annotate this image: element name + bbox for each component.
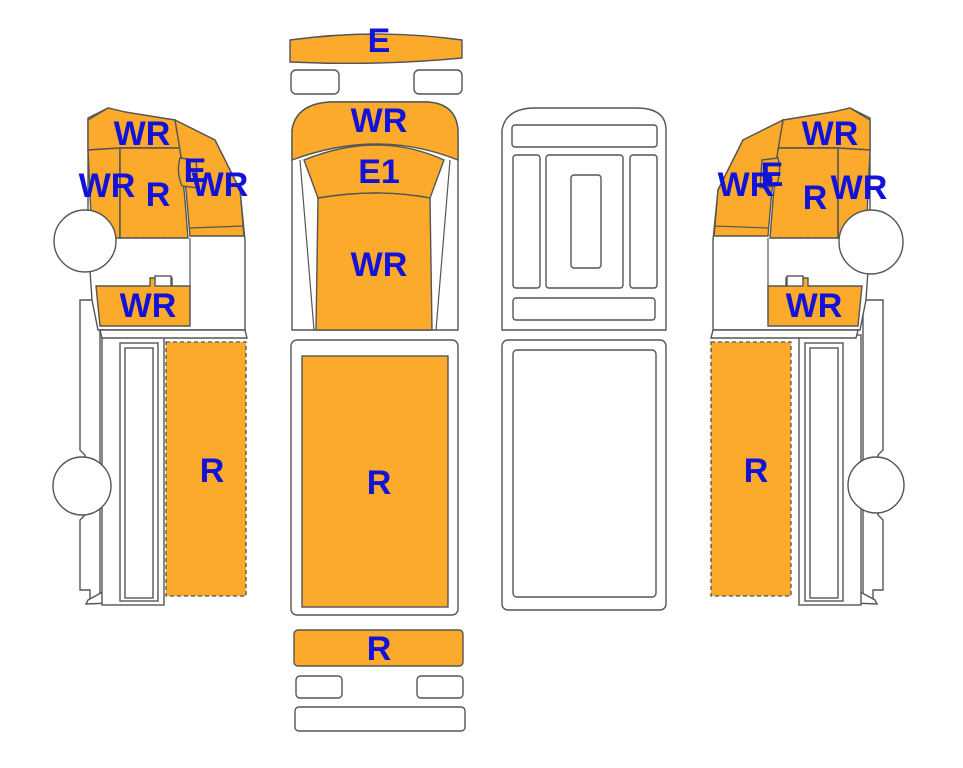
right-cab-window-label: E bbox=[761, 156, 784, 194]
right-cab-pillar-panel bbox=[713, 118, 784, 237]
left-cab-sill-line bbox=[189, 225, 245, 229]
left-cab-lower-label: WR bbox=[120, 287, 177, 325]
left-cab-handle bbox=[154, 275, 172, 287]
right-cab-pillar-label: WR bbox=[831, 169, 888, 207]
right-side-view: WR WR E R WR WR R bbox=[710, 107, 905, 606]
left-cab-front-label: WR bbox=[79, 167, 136, 205]
left-cab-window bbox=[177, 157, 199, 189]
left-cab-top-label: WR bbox=[114, 115, 171, 153]
underside-front-bar bbox=[511, 124, 658, 148]
underside-cargo-inner bbox=[512, 349, 657, 598]
right-cab-lower-panel bbox=[767, 277, 863, 327]
underside-view bbox=[501, 107, 667, 611]
left-cab-lower-panel bbox=[95, 277, 191, 327]
left-cab-window-label: E bbox=[184, 152, 207, 190]
top-cowl-label: WR bbox=[351, 246, 408, 284]
left-front-wheel bbox=[53, 209, 117, 273]
right-rear-wheel bbox=[847, 456, 905, 514]
top-roof-front-panel bbox=[289, 33, 463, 65]
top-cab-right-edge bbox=[435, 159, 451, 331]
left-cargo-post-inner bbox=[124, 347, 154, 599]
left-cab-bumper bbox=[99, 329, 248, 339]
top-cargo-label: R bbox=[367, 464, 392, 502]
right-cab-window bbox=[759, 157, 781, 189]
right-cab-bumper bbox=[710, 329, 859, 339]
left-cab-door-label: R bbox=[146, 176, 171, 214]
left-side-view: WR WR R E WR WR R bbox=[52, 107, 249, 606]
underside-right-rail bbox=[629, 154, 658, 289]
top-hood-label: WR bbox=[351, 102, 408, 140]
underside-rear-bar bbox=[512, 297, 656, 321]
top-rear-label: R bbox=[367, 630, 392, 668]
top-cargo-panel bbox=[301, 355, 449, 608]
top-cab-left-edge bbox=[299, 159, 315, 331]
right-cab-door-label: R bbox=[803, 179, 828, 217]
left-chassis bbox=[79, 299, 101, 601]
right-cargo-label: R bbox=[744, 452, 769, 490]
right-cab-lower-label: WR bbox=[786, 287, 843, 325]
top-rear-light-right bbox=[416, 675, 464, 699]
left-cab-pillar-label: WR bbox=[192, 166, 249, 204]
top-mirror-right bbox=[413, 69, 463, 95]
top-view: E WR E1 WR R R bbox=[289, 22, 466, 732]
top-windshield-label: E1 bbox=[358, 153, 400, 191]
top-cowl-panel bbox=[315, 192, 433, 331]
underside-left-rail bbox=[512, 154, 541, 289]
left-rear-wheel bbox=[52, 456, 112, 516]
left-cargo-panel bbox=[165, 341, 247, 597]
right-cab-top-label: WR bbox=[802, 115, 859, 153]
underside-center-slot bbox=[570, 174, 602, 269]
top-rear-light-left bbox=[295, 675, 343, 699]
top-mirror-left bbox=[290, 69, 340, 95]
top-roof-front-label: E bbox=[368, 22, 391, 60]
top-rear-panel bbox=[293, 629, 464, 667]
top-hood-panel bbox=[291, 101, 459, 162]
right-front-wheel bbox=[838, 209, 904, 275]
right-cargo-panel bbox=[710, 341, 792, 597]
left-cargo-label: R bbox=[200, 452, 225, 490]
top-rear-bumper bbox=[294, 706, 466, 732]
right-cab-front-label: WR bbox=[718, 166, 775, 204]
right-cargo-post-inner bbox=[809, 347, 839, 599]
left-cab-pillar-panel bbox=[174, 118, 245, 237]
right-cab-sill-line bbox=[713, 225, 769, 229]
right-chassis bbox=[862, 299, 884, 601]
right-cab-handle bbox=[786, 275, 804, 287]
